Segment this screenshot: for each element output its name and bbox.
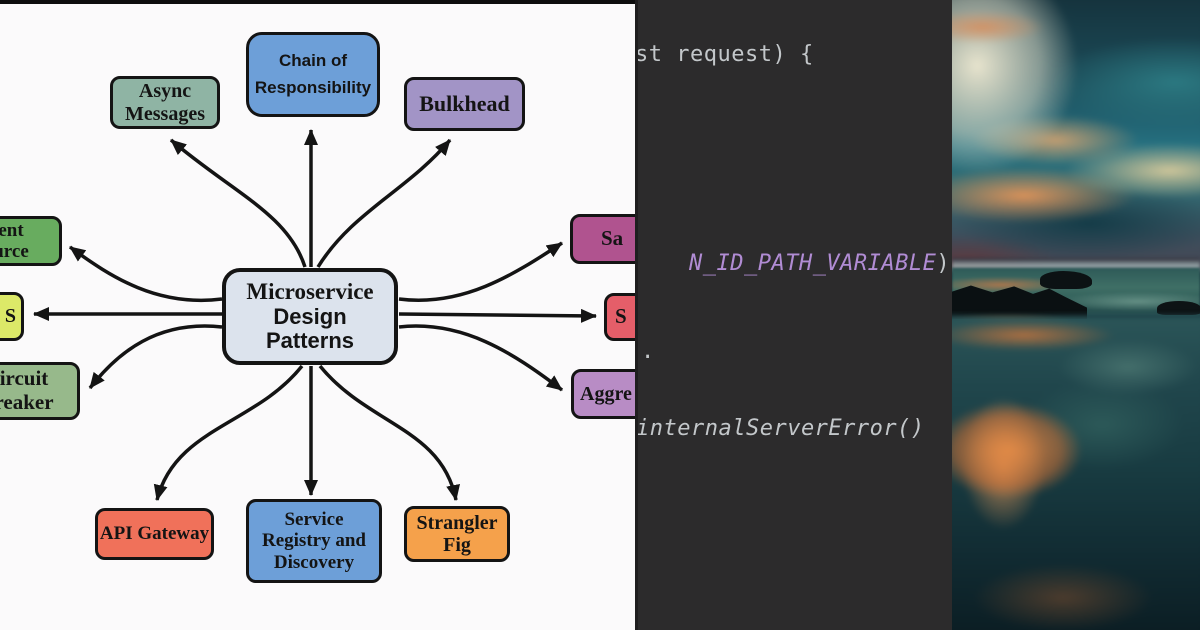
node-strangler-fig: Strangler Fig [404, 506, 510, 562]
node-async-messages: Async Messages [110, 76, 220, 129]
node-async-messages-label: Async Messages [125, 80, 205, 125]
node-bulkhead-label: Bulkhead [419, 90, 510, 116]
arrow-event-source [68, 245, 223, 303]
arrow-async-messages [169, 138, 307, 268]
diagram-arrows [33, 129, 597, 501]
node-event-source-label: ent urce [0, 219, 29, 262]
code-constant-path-variable: N_ID_PATH_VARIABLE [688, 251, 937, 276]
photo-sky-clouds [952, 0, 1200, 270]
node-api-gateway: API Gateway [95, 508, 214, 560]
mindmap-panel: Async Messages Chain of Responsibility B… [0, 0, 635, 630]
center-title-line2: Design Patterns [265, 303, 355, 354]
node-strangler-fig-label: Strangler Fig [416, 511, 498, 556]
center-title-line1: Microservice [246, 279, 374, 304]
node-s-red-clipped: S [604, 293, 635, 341]
node-aggregator-label: Aggre [580, 382, 632, 405]
node-circuit-breaker-label: ircuit reaker [0, 366, 54, 414]
node-service-registry: Service Registry and Discovery [246, 499, 382, 583]
node-s-red-label: S [615, 304, 627, 329]
node-service-registry-label: Service Registry and Discovery [262, 509, 366, 573]
node-bulkhead: Bulkhead [404, 77, 525, 131]
code-panel: st request) { N_ID_PATH_VARIABLE) . inte… [635, 0, 952, 630]
photo-rock-silhouette-small [1157, 301, 1200, 315]
sunset-seascape-photo [952, 0, 1200, 630]
node-event-source-clipped: ent urce [0, 216, 62, 266]
node-saga-label: Sa [601, 226, 624, 251]
node-chain-of-responsibility: Chain of Responsibility [246, 32, 380, 117]
arrow-api-gateway [153, 364, 304, 501]
arrow-s-node [398, 308, 597, 323]
arrow-circuit-breaker [88, 324, 223, 390]
node-cqrs-label: S [4, 305, 16, 328]
code-close-paren: ) [936, 251, 951, 276]
node-aggregator-clipped: Aggre [571, 369, 635, 419]
node-saga-clipped: Sa [570, 214, 635, 264]
code-line-path-variable: N_ID_PATH_VARIABLE) [638, 231, 951, 297]
node-cqrs-clipped: S [0, 292, 24, 341]
node-center-microservice-design-patterns: Microservice Design Patterns [222, 268, 398, 365]
arrow-saga [398, 241, 563, 302]
code-line-request-signature: st request) { [635, 42, 814, 67]
photo-rock-silhouette-bump [1040, 271, 1092, 289]
node-api-gateway-label: API Gateway [99, 523, 210, 545]
node-circuit-breaker-clipped: ircuit reaker [0, 362, 80, 420]
arrow-bulkhead [316, 138, 452, 268]
node-chain-of-responsibility-label: Chain of Responsibility [254, 51, 372, 97]
code-line-internal-server-error: internalServerError() [636, 416, 925, 441]
arrow-aggregator [398, 324, 564, 392]
code-line-dot: . [641, 339, 655, 364]
photo-water-reflections [952, 316, 1200, 630]
arrow-strangler-fig [318, 364, 460, 501]
top-black-bar [0, 0, 635, 4]
